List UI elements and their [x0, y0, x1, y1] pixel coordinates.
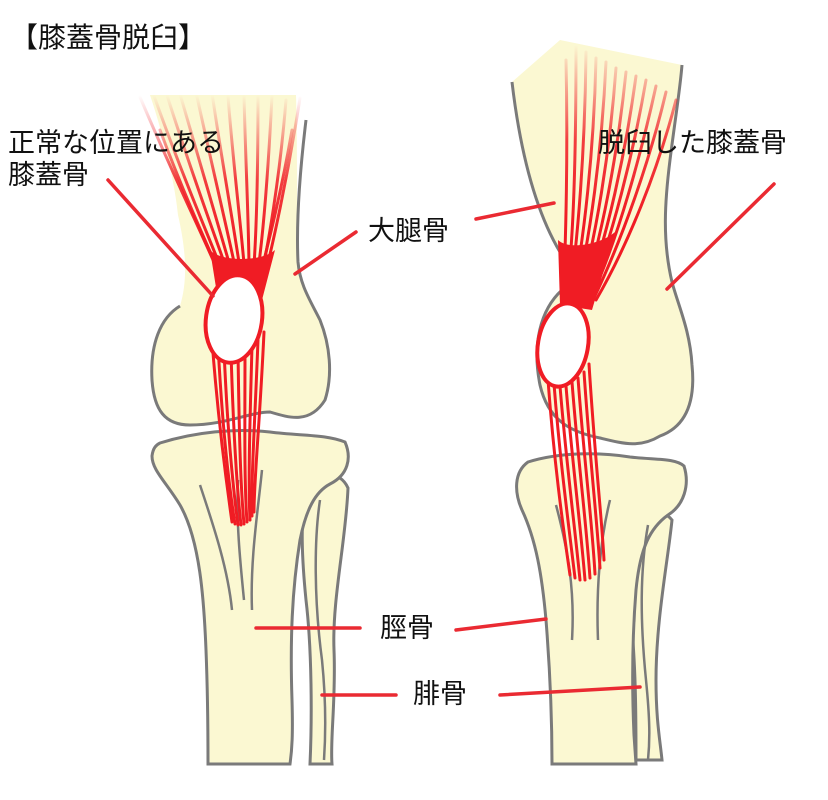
right-knee-dislocated: [510, 40, 695, 766]
leader-dislocated-patella: [665, 182, 776, 291]
label-femur: 大腿骨: [368, 216, 449, 247]
right-fibula-inner-line: [640, 524, 651, 761]
left-fibula-inner-line: [314, 499, 327, 761]
left-tibia-inner-line: [198, 484, 234, 611]
right-femur-left-outline: [510, 81, 562, 253]
label-tibia: 脛骨: [380, 613, 434, 644]
diagram-title: 【膝蓋骨脱臼】: [10, 21, 207, 54]
left-patellar-tendon: [210, 330, 266, 527]
label-fibula: 腓骨: [413, 679, 467, 710]
left-knee-normal: [138, 90, 350, 766]
right-femur-outline: [535, 64, 695, 446]
leader-tibia-right: [454, 617, 548, 632]
right-patella-dislocated: [535, 301, 591, 389]
left-tibia-bone: [150, 428, 350, 766]
label-normal-patella-line1: 正常な位置にある: [8, 128, 224, 159]
right-tibia-bone: [515, 452, 688, 766]
leader-femur-right: [474, 201, 556, 221]
label-normal-patella-line2: 膝蓋骨: [8, 160, 89, 191]
right-patellar-tendon: [546, 362, 606, 582]
right-quadriceps-core: [558, 232, 615, 310]
left-patella-normal: [203, 273, 265, 365]
left-femur-outline: [150, 119, 332, 427]
leader-femur-left: [293, 230, 358, 276]
leader-fibula-right: [498, 685, 642, 697]
left-tibia-inner-line-2: [250, 469, 264, 611]
leader-lines: [106, 178, 776, 697]
label-dislocated-patella: 脱臼した膝蓋骨: [598, 128, 787, 159]
left-fibula-bone: [300, 473, 350, 766]
leader-normal-patella: [106, 178, 215, 298]
